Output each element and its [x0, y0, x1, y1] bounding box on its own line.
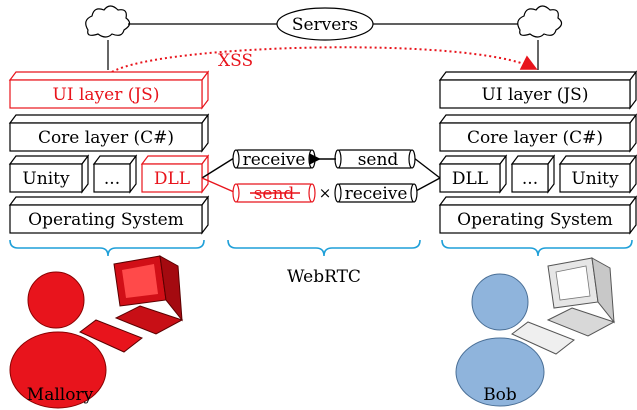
right-core-layer-label: Core layer (C#)	[467, 128, 603, 148]
left-os-label: Operating System	[28, 210, 184, 230]
pipe-bottom-send: send	[232, 183, 316, 204]
right-unity-block: Unity	[558, 154, 637, 194]
webrtc-label: WebRTC	[287, 267, 361, 287]
left-ui-layer: UI layer (JS)	[8, 70, 210, 110]
left-core-layer-label: Core layer (C#)	[38, 128, 174, 148]
left-ellipsis-label: ...	[104, 169, 120, 189]
pipe-bottom-send-label: send	[254, 184, 295, 204]
pipe-bottom-receive: receive	[334, 183, 418, 204]
left-unity-label: Unity	[22, 169, 70, 189]
right-brace	[441, 239, 633, 257]
blocked-x-icon: ×	[319, 184, 332, 202]
pipe-bottom-receive-label: receive	[345, 184, 408, 204]
bob-computer-icon	[511, 257, 616, 355]
left-dll-to-bottom-pipe	[201, 177, 235, 193]
bob-name: Bob	[483, 385, 517, 405]
pipe-top-send: send	[334, 149, 416, 170]
servers-node: Servers	[276, 7, 374, 41]
right-dll-to-bottom-pipe	[413, 177, 441, 193]
left-brace	[9, 239, 205, 257]
left-dll-label: DLL	[154, 169, 190, 189]
left-os-layer: Operating System	[8, 195, 210, 235]
bob-avatar-icon	[455, 273, 545, 407]
right-dll-to-top-pipe	[413, 157, 441, 179]
mallory-computer-icon	[79, 255, 184, 353]
servers-label: Servers	[292, 15, 358, 35]
pipe-top-receive: receive	[232, 149, 316, 170]
left-unity-block: Unity	[8, 154, 90, 194]
right-core-layer: Core layer (C#)	[438, 113, 637, 153]
pipe-top-receive-label: receive	[243, 150, 306, 170]
left-dll-block: DLL	[140, 154, 210, 194]
right-cloud-icon	[517, 5, 563, 38]
mallory-avatar-icon	[9, 271, 107, 409]
left-cloud-icon	[85, 5, 131, 38]
right-unity-label: Unity	[571, 169, 619, 189]
left-ui-layer-label: UI layer (JS)	[53, 85, 160, 105]
right-os-layer: Operating System	[438, 195, 637, 235]
left-core-layer: Core layer (C#)	[8, 113, 210, 153]
right-ellipsis-label: ...	[522, 169, 538, 189]
webrtc-brace	[227, 239, 421, 257]
xss-arrow	[111, 46, 538, 73]
pipe-top-send-label: send	[358, 150, 399, 170]
right-ellipsis-block: ...	[510, 154, 556, 194]
right-dll-block: DLL	[438, 154, 508, 194]
right-ui-layer: UI layer (JS)	[438, 70, 637, 110]
xss-label: XSS	[218, 51, 253, 71]
right-dll-label: DLL	[452, 169, 488, 189]
mallory-name: Mallory	[27, 385, 94, 405]
right-os-label: Operating System	[457, 210, 613, 230]
right-ui-layer-label: UI layer (JS)	[482, 85, 589, 105]
left-ellipsis-block: ...	[92, 154, 138, 194]
left-dll-to-top-pipe	[201, 157, 235, 179]
